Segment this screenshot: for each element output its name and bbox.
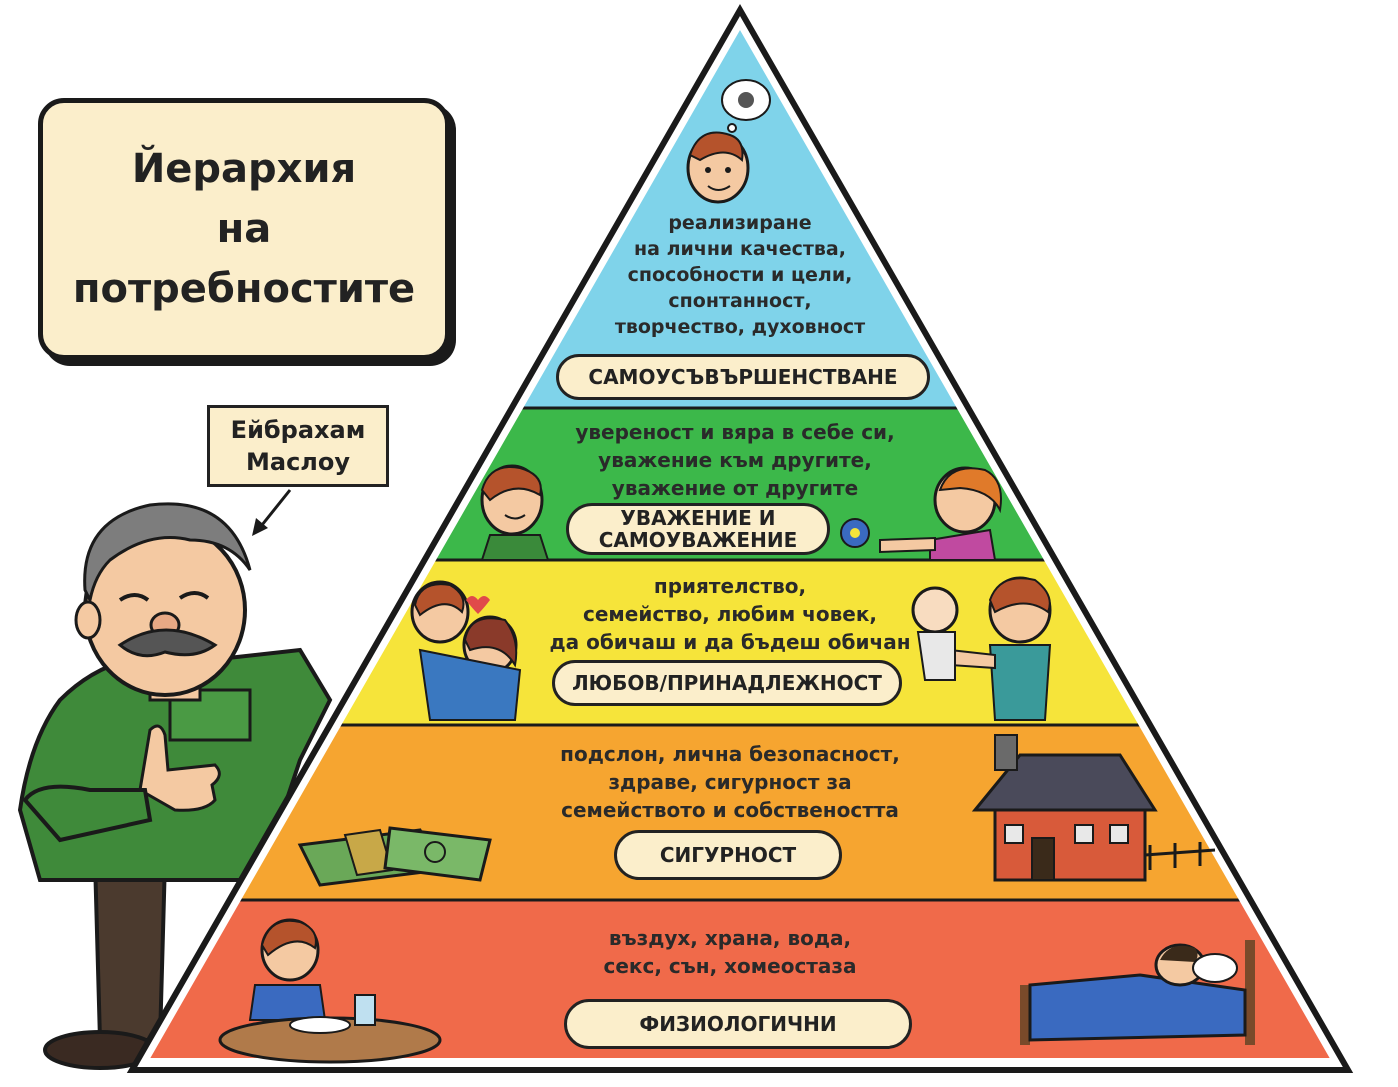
description-line: на лични качества, — [634, 238, 846, 260]
girl-giving-flower-icon — [840, 466, 1002, 561]
band-self-actualization — [516, 18, 964, 408]
esteem-description: увереност и вяра в себе си, уважение към… — [520, 418, 950, 502]
father-with-baby-icon — [911, 576, 1052, 721]
level-label-text: УВАЖЕНИЕ И — [620, 506, 776, 530]
physiological-label: ФИЗИОЛОГИЧНИ — [564, 999, 912, 1049]
description-line: да обичаш и да бъдеш обичан — [549, 630, 911, 654]
pyramid-outline — [126, 3, 1354, 1073]
self-actualization-description: реализиране на лични качества, способнос… — [560, 210, 920, 340]
description-line: уважение към другите, — [598, 448, 872, 472]
love-description: приятелство, семейство, любим човек, да … — [520, 572, 940, 656]
hugging-couple-icon — [410, 580, 522, 721]
description-line: творчество, духовност — [614, 316, 866, 338]
money-icon — [297, 826, 492, 887]
physiological-description: въздух, храна, вода, секс, сън, хомеоста… — [540, 924, 920, 980]
description-line: секс, сън, хомеостаза — [603, 954, 857, 978]
pyramid-inner-border — [129, 5, 1351, 1070]
description-line: приятелство, — [653, 574, 807, 598]
description-line: уважение от другите — [611, 476, 859, 500]
level-label-text: САМОУСЪВЪРШЕНСТВАНЕ — [588, 365, 898, 389]
self-actualization-label: САМОУСЪВЪРШЕНСТВАНЕ — [556, 354, 930, 400]
thinking-boy-icon — [686, 79, 771, 204]
description-line: спонтанност, — [668, 290, 812, 312]
description-line: увереност и вяра в себе си, — [575, 420, 895, 444]
house-icon — [971, 734, 1216, 882]
safety-description: подслон, лична безопасност, здраве, сигу… — [520, 740, 940, 824]
description-line: подслон, лична безопасност, — [560, 742, 900, 766]
description-line: способности и цели, — [627, 264, 853, 286]
description-line: здраве, сигурност за — [608, 770, 852, 794]
author-name-box: Ейбрахам Маслоу — [207, 405, 389, 487]
maslow-character-icon — [17, 502, 333, 1070]
title-line-1: Йерархия — [131, 146, 357, 192]
level-label-text: СИГУРНОСТ — [659, 843, 797, 867]
description-line: въздух, храна, вода, — [608, 926, 852, 950]
description-line: реализиране — [668, 212, 812, 234]
level-label-text: САМОУВАЖЕНИЕ — [598, 528, 798, 552]
title-line-2: на — [216, 206, 272, 252]
author-last-name: Маслоу — [245, 448, 350, 476]
sleeping-in-bed-icon — [1020, 940, 1255, 1045]
boy-icon — [480, 464, 550, 561]
safety-label: СИГУРНОСТ — [614, 830, 842, 880]
esteem-label: УВАЖЕНИЕ И САМОУВАЖЕНИЕ — [566, 503, 830, 555]
boy-eating-icon — [218, 918, 442, 1064]
pointer-arrow-icon — [252, 489, 292, 536]
diagram-title-box: Йерархия на потребностите — [38, 98, 450, 360]
title-line-3: потребностите — [72, 266, 416, 312]
level-label-text: ФИЗИОЛОГИЧНИ — [639, 1012, 837, 1036]
author-first-name: Ейбрахам — [230, 416, 366, 444]
love-label: ЛЮБОВ/ПРИНАДЛЕЖНОСТ — [552, 660, 902, 706]
description-line: семейството и собствеността — [561, 798, 899, 822]
description-line: семейство, любим човек, — [583, 602, 877, 626]
level-label-text: ЛЮБОВ/ПРИНАДЛЕЖНОСТ — [572, 671, 882, 695]
